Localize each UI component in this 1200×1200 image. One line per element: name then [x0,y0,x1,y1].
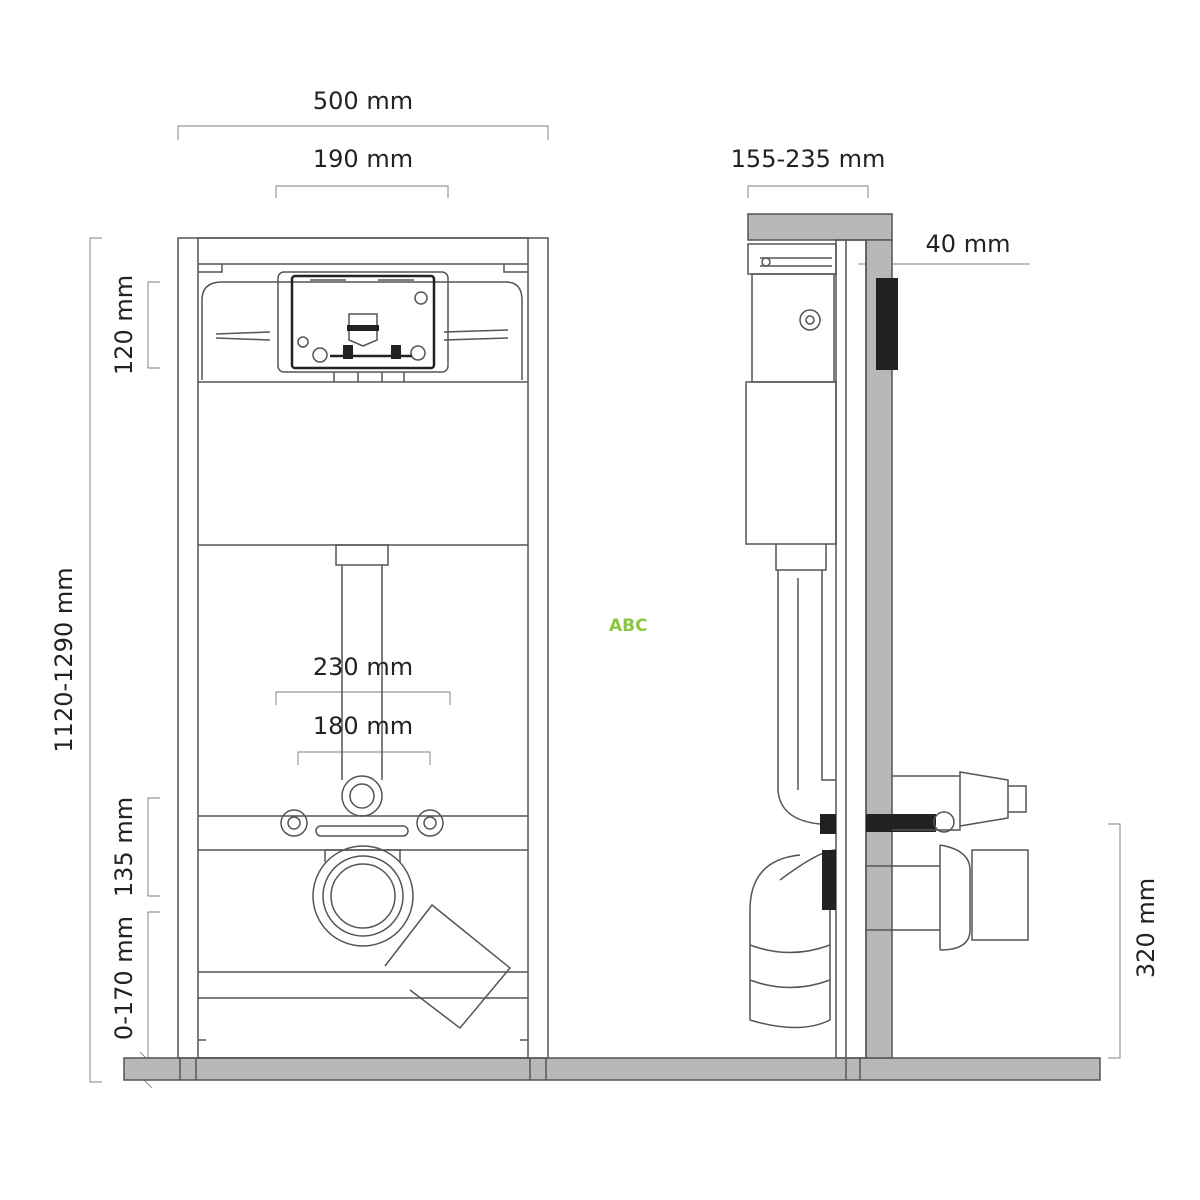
dimension-lines [89,125,1121,1089]
floor-slab [123,1057,1101,1081]
front-view [177,237,549,1059]
flush-plate-width-label: 190 mm [313,145,413,173]
frame-width-label: 500 mm [313,87,413,115]
leg-adjust-label: 0-170 mm [110,916,138,1040]
plate-height-label: 120 mm [110,275,138,375]
depth-label: 155-235 mm [731,145,886,173]
outlet-height-label: 320 mm [1132,878,1160,978]
bolt-spacing-outer-label: 230 mm [313,653,413,681]
bolt-height-label: 135 mm [110,797,138,897]
plate-thickness-label: 40 mm [926,230,1011,258]
total-height-label: 1120-1290 mm [50,567,78,752]
watermark: ABC [609,616,648,636]
bolt-spacing-inner-label: 180 mm [313,712,413,740]
side-view [745,213,1029,1059]
